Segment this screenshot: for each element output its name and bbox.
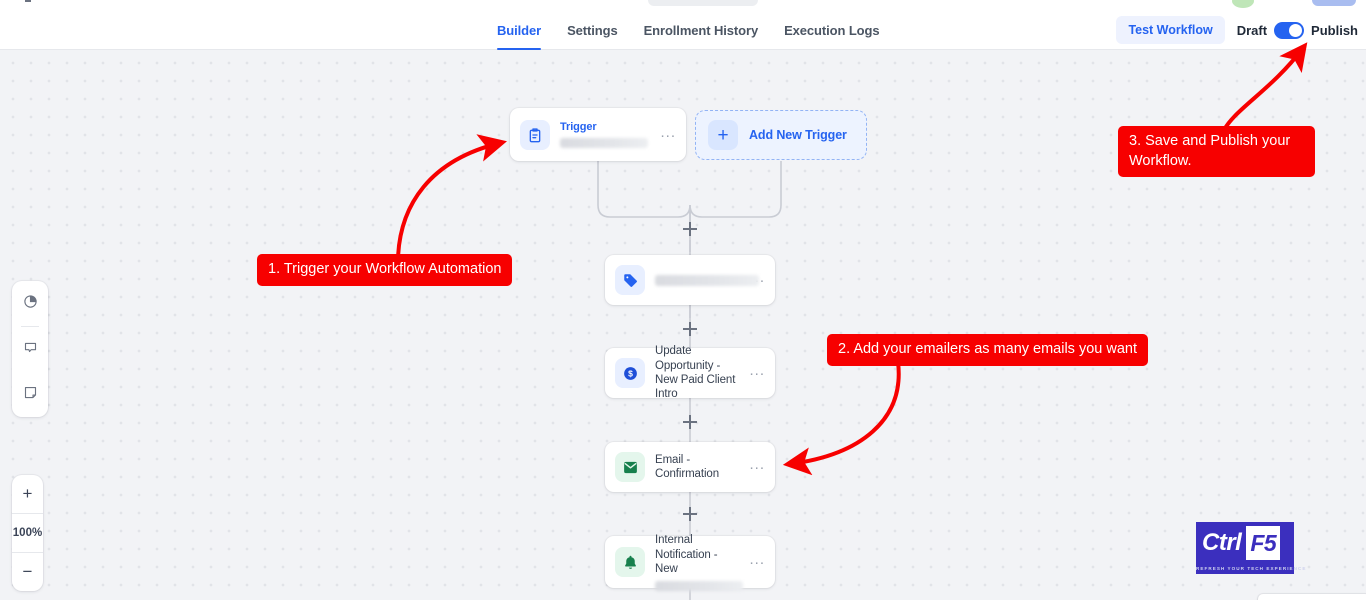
add-new-trigger-button[interactable]: + Add New Trigger	[695, 110, 867, 160]
node-update-opportunity-menu-icon[interactable]: ...	[749, 362, 765, 379]
node-internal-notification-title: Internal Notification - New	[655, 534, 718, 576]
zoom-in-button[interactable]: +	[22, 484, 33, 503]
rail-item-comments[interactable]	[12, 327, 48, 372]
browser-tab-ghost	[648, 0, 758, 6]
node-tag-redacted-title	[655, 274, 759, 286]
browser-caret-icon	[25, 0, 31, 2]
node-tag-step[interactable]: ...	[605, 255, 775, 305]
rail-divider	[21, 326, 39, 327]
zoom-controls: + 100% −	[12, 475, 43, 591]
node-email-confirmation[interactable]: Email - Confirmation ...	[605, 442, 775, 492]
node-update-opportunity-title: Update Opportunity - New Paid Client Int…	[655, 345, 736, 401]
logo-bar: Ctrl F5	[1196, 522, 1294, 564]
test-workflow-button[interactable]: Test Workflow	[1116, 16, 1225, 44]
node-trigger-body: Trigger	[560, 121, 652, 149]
rail-item-analytics[interactable]	[12, 281, 48, 326]
publish-toggle-group: Draft Publish	[1236, 21, 1358, 39]
header-tabs: Builder Settings Enrollment History Exec…	[497, 10, 880, 50]
node-email-confirmation-body: Email - Confirmation	[655, 453, 741, 482]
node-email-confirmation-title: Email - Confirmation	[655, 453, 719, 480]
ctrl-f5-logo: Ctrl F5 REFRESH YOUR TECH EXPERIENCE	[1196, 522, 1305, 574]
note-icon	[23, 385, 38, 405]
logo-secondary-text: F5	[1246, 526, 1281, 560]
svg-text:$: $	[628, 368, 633, 378]
plus-icon: +	[708, 120, 738, 150]
toolbar-pill-ghost	[1312, 0, 1356, 6]
node-internal-notification-menu-icon[interactable]: ...	[749, 551, 765, 568]
envelope-icon	[615, 452, 645, 482]
rail-item-notes[interactable]	[12, 372, 48, 417]
annotation-3: 3. Save and Publish your Workflow.	[1118, 126, 1315, 178]
node-trigger-menu-icon[interactable]: ...	[660, 123, 676, 141]
publish-toggle[interactable]	[1274, 21, 1305, 39]
pie-chart-icon	[23, 294, 38, 314]
tag-icon	[615, 265, 645, 295]
node-trigger-title: Trigger	[560, 120, 597, 133]
add-step-plus-3[interactable]	[683, 415, 697, 429]
canvas-minimap[interactable]	[1258, 594, 1366, 600]
zoom-divider-2	[12, 552, 43, 553]
node-internal-notification-redacted-subtitle	[655, 580, 743, 591]
header-actions: Test Workflow Draft Publish	[1116, 10, 1358, 50]
avatar-ghost	[1232, 0, 1254, 8]
zoom-level-label[interactable]: 100%	[12, 527, 43, 539]
comment-bubble-icon	[23, 340, 38, 360]
node-internal-notification-body: Internal Notification - New	[655, 533, 743, 591]
dollar-circle-icon: $	[615, 358, 645, 388]
add-step-plus-2[interactable]	[683, 322, 697, 336]
zoom-out-button[interactable]: −	[22, 562, 33, 581]
node-update-opportunity[interactable]: $ Update Opportunity - New Paid Client I…	[605, 345, 775, 400]
tab-settings[interactable]: Settings	[567, 22, 618, 38]
tab-execution-logs[interactable]: Execution Logs	[784, 22, 880, 38]
bell-icon	[615, 547, 645, 577]
clipboard-icon	[520, 119, 550, 150]
toggle-knob	[1289, 23, 1303, 37]
node-trigger[interactable]: Trigger ...	[510, 108, 686, 161]
tab-enrollment-history[interactable]: Enrollment History	[643, 22, 759, 38]
app-header: Builder Settings Enrollment History Exec…	[0, 10, 1366, 50]
logo-tagline: REFRESH YOUR TECH EXPERIENCE	[1196, 564, 1305, 574]
node-update-opportunity-body: Update Opportunity - New Paid Client Int…	[655, 344, 741, 402]
node-internal-notification[interactable]: Internal Notification - New ...	[605, 533, 775, 591]
browser-chrome-strip	[0, 0, 1366, 10]
logo-primary-text: Ctrl	[1202, 529, 1242, 556]
zoom-divider-1	[12, 513, 43, 514]
tab-builder[interactable]: Builder	[497, 10, 541, 50]
add-step-plus-1[interactable]	[683, 222, 697, 236]
annotation-2: 2. Add your emailers as many emails you …	[827, 334, 1148, 366]
publish-label: Publish	[1311, 22, 1358, 38]
add-step-plus-4[interactable]	[683, 507, 697, 521]
node-tag-body	[655, 274, 759, 286]
add-new-trigger-label: Add New Trigger	[749, 128, 847, 142]
annotation-1: 1. Trigger your Workflow Automation	[257, 254, 513, 286]
left-tool-rail	[12, 281, 48, 417]
draft-label: Draft	[1236, 22, 1268, 38]
node-trigger-redacted-subtitle	[560, 138, 648, 149]
node-email-confirmation-menu-icon[interactable]: ...	[749, 456, 765, 473]
